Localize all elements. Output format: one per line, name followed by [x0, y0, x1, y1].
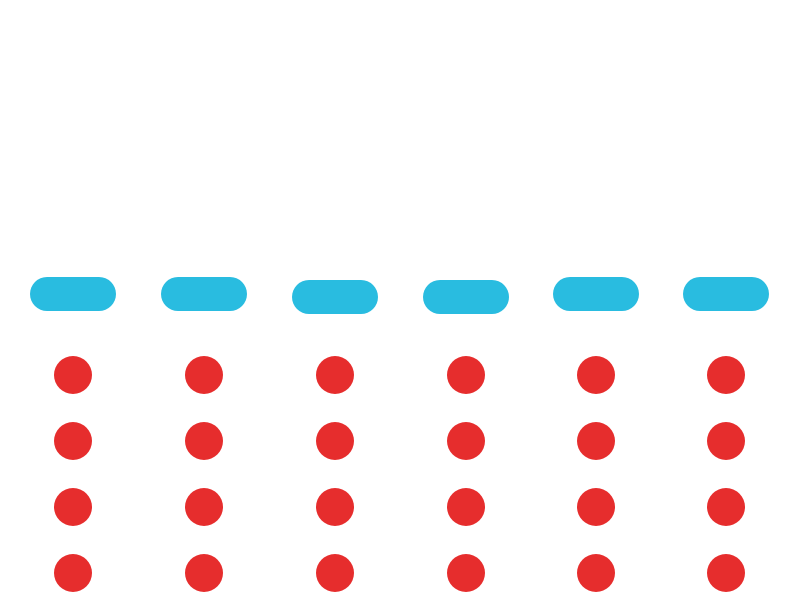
red-dot — [185, 356, 223, 394]
red-dot — [54, 488, 92, 526]
red-dot — [185, 488, 223, 526]
red-dot — [54, 422, 92, 460]
red-dot — [577, 488, 615, 526]
red-dot — [316, 356, 354, 394]
blue-dash-5 — [553, 277, 639, 311]
red-dot — [577, 422, 615, 460]
red-dot — [185, 554, 223, 592]
red-dot — [316, 488, 354, 526]
red-dot — [447, 554, 485, 592]
blue-dash-2 — [161, 277, 247, 311]
red-dot — [707, 422, 745, 460]
red-dot — [316, 422, 354, 460]
red-dot — [707, 488, 745, 526]
red-dot — [185, 422, 223, 460]
blue-dash-3 — [292, 280, 378, 314]
red-dot — [54, 554, 92, 592]
red-dot — [447, 422, 485, 460]
red-dot — [316, 554, 354, 592]
red-dot — [447, 488, 485, 526]
blue-dash-4 — [423, 280, 509, 314]
red-dot — [447, 356, 485, 394]
red-dot — [54, 356, 92, 394]
red-dot — [577, 356, 615, 394]
red-dot — [577, 554, 615, 592]
red-dot — [707, 554, 745, 592]
red-dot — [707, 356, 745, 394]
blue-dash-6 — [683, 277, 769, 311]
blue-dash-1 — [30, 277, 116, 311]
